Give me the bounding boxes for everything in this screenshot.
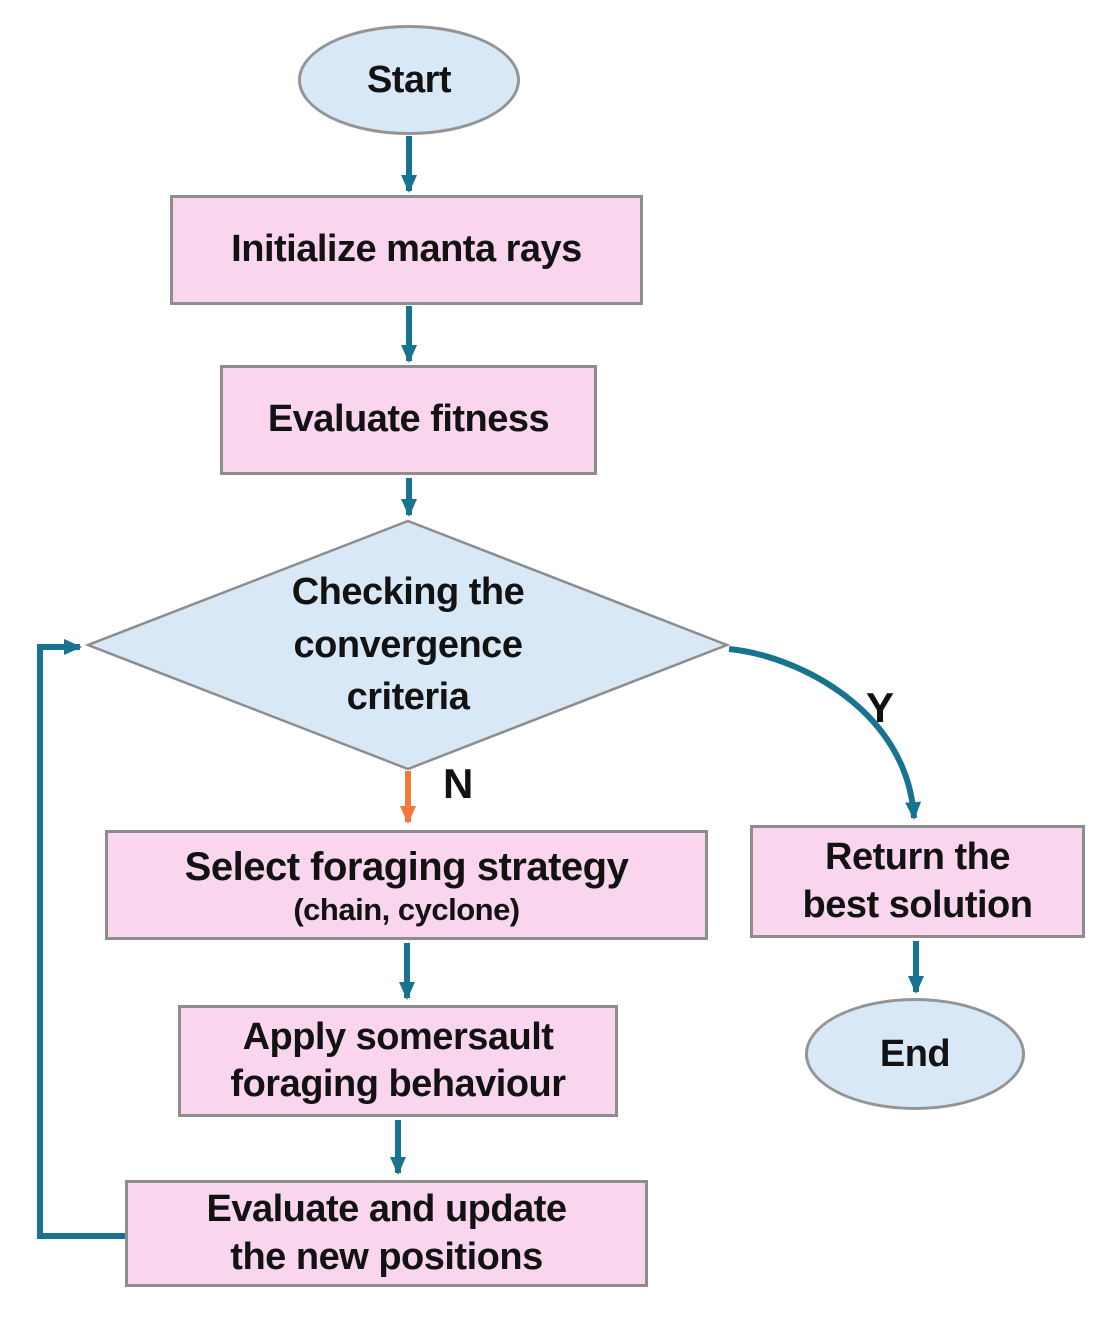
decision-line-1: Checking the (291, 571, 525, 614)
node-select-foraging-strategy: Select foraging strategy (chain, cyclone… (105, 830, 708, 940)
node-end: End (805, 998, 1025, 1110)
node-start-label: Start (366, 58, 452, 101)
decision-line-2: convergence (293, 623, 523, 666)
edge-decision-yes-to-return (728, 646, 922, 820)
edge-update-loop-to-decision (37, 639, 128, 1239)
somersault-line-1: Apply somersault (242, 1015, 554, 1058)
node-decision-label: Checking the convergence criteria (218, 558, 598, 732)
edge-label-yes: Y (866, 684, 894, 731)
node-initialize-manta-rays: Initialize manta rays (170, 195, 643, 305)
edge-label-no: N (443, 760, 473, 807)
select-strategy-line-1: Select foraging strategy (184, 845, 629, 890)
node-start: Start (298, 25, 520, 135)
decision-diamond-shape (84, 519, 731, 771)
select-strategy-line-2: (chain, cyclone) (293, 892, 520, 928)
update-positions-line-1: Evaluate and update (206, 1188, 567, 1230)
node-return-best-solution: Return the best solution (750, 825, 1085, 938)
node-apply-somersault: Apply somersault foraging behaviour (178, 1005, 618, 1117)
node-evaluate-fitness-label: Evaluate fitness (267, 398, 550, 441)
node-initialize-label: Initialize manta rays (231, 228, 582, 271)
update-positions-line-2: the new positions (230, 1235, 543, 1278)
node-end-label: End (879, 1032, 951, 1075)
node-evaluate-fitness: Evaluate fitness (220, 365, 597, 475)
node-evaluate-update-positions: Evaluate and update the new positions (125, 1180, 648, 1287)
return-best-line-2: best solution (802, 883, 1033, 926)
return-best-line-1: Return the (825, 836, 1011, 878)
decision-line-3: criteria (346, 676, 470, 719)
somersault-line-2: foraging behaviour (230, 1063, 566, 1105)
